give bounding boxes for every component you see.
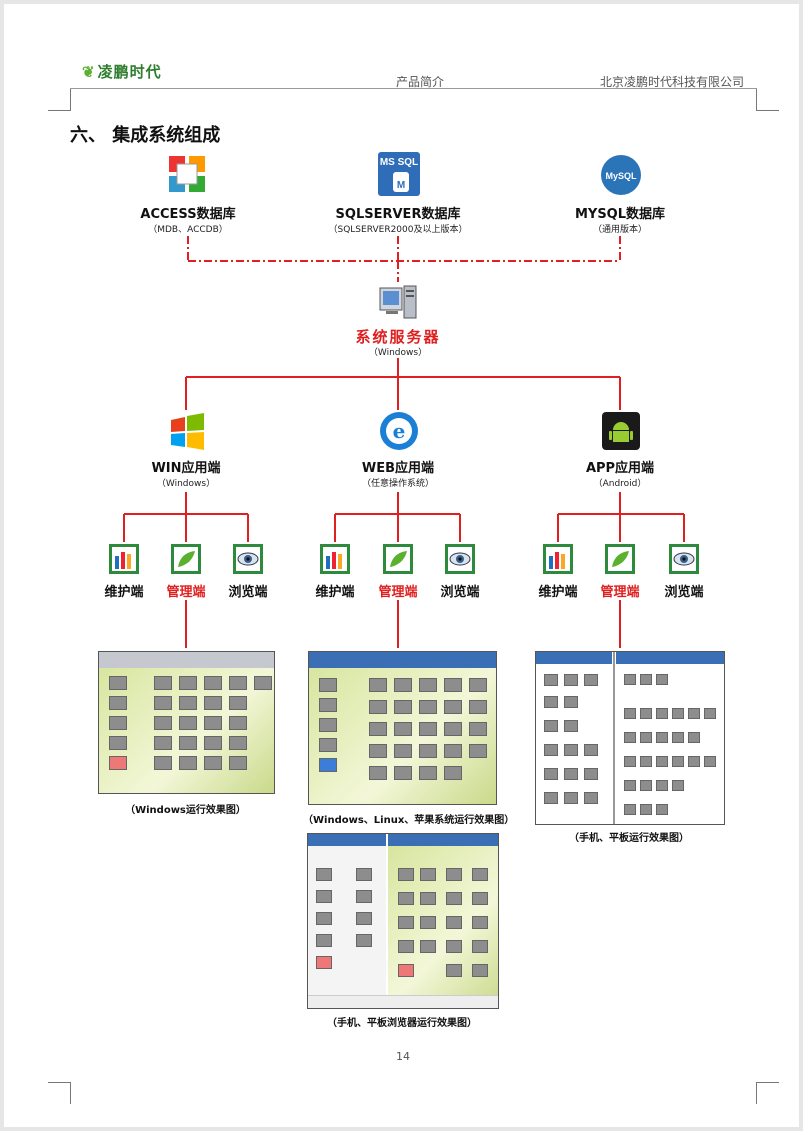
svg-text:MS SQL: MS SQL — [380, 157, 418, 168]
section-title: 六、 集成系统组成 — [70, 125, 221, 146]
caption-windows: （Windows运行效果图） — [125, 805, 246, 816]
svg-text:e: e — [393, 419, 406, 443]
ms-sql-icon: MS SQL M — [378, 152, 420, 196]
client-title-app: APP应用端 — [585, 461, 655, 476]
document-page: ❦凌鹏时代 产品简介 北京凌鹏时代科技有限公司 六、 集成系统组成 — [4, 4, 799, 1127]
caption-browser: （手机、平板浏览器运行效果图） — [327, 1018, 477, 1029]
android-app-icon — [602, 412, 640, 450]
db-sub-sqlserver: （SQLSERVER2000及以上版本） — [328, 225, 468, 235]
app-screenshot-thumbnail — [535, 651, 725, 825]
server-icon — [378, 284, 418, 322]
client-title-win: WIN应用端 — [151, 461, 221, 476]
ie-browser-icon: e — [378, 410, 420, 452]
browser-screenshot-thumbnail — [307, 833, 499, 1009]
db-sub-mysql: （通用版本） — [592, 225, 647, 235]
management-leaf-icon — [383, 544, 413, 574]
client-sub-win: （Windows） — [156, 479, 216, 489]
client-title-web: WEB应用端 — [361, 461, 435, 476]
server-sub: （Windows） — [368, 348, 428, 358]
management-leaf-icon — [171, 544, 201, 574]
role-maintenance: 维护端 — [315, 585, 355, 600]
crop-mark — [48, 1082, 71, 1083]
db-title-access: ACCESS数据库 — [140, 207, 236, 222]
db-title-mysql: MYSQL数据库 — [574, 207, 666, 222]
role-maintenance: 维护端 — [538, 585, 578, 600]
crop-mark — [756, 1082, 757, 1104]
company-logo: ❦凌鹏时代 — [82, 61, 162, 82]
client-sub-web: （任意操作系统） — [361, 479, 434, 489]
server-title: 系统服务器 — [355, 328, 441, 346]
crop-mark — [756, 1082, 779, 1083]
svg-text:MySQL: MySQL — [605, 171, 637, 181]
browse-eye-icon — [445, 544, 475, 574]
page-number: 14 — [396, 1050, 410, 1063]
role-management: 管理端 — [378, 585, 418, 600]
leaf-logo-icon: ❦ — [82, 63, 96, 81]
maintenance-tools-icon — [543, 544, 573, 574]
logo-text: 凌鹏时代 — [97, 63, 162, 81]
browse-eye-icon — [233, 544, 263, 574]
header-center-text: 产品简介 — [396, 75, 445, 89]
browse-eye-icon — [669, 544, 699, 574]
role-browse: 浏览端 — [440, 585, 480, 600]
role-browse: 浏览端 — [228, 585, 268, 600]
db-title-sqlserver: SQLSERVER数据库 — [335, 207, 461, 222]
role-maintenance: 维护端 — [104, 585, 144, 600]
crop-mark — [70, 88, 71, 110]
svg-text:M: M — [397, 180, 405, 191]
crop-mark — [756, 110, 779, 111]
role-management: 管理端 — [600, 585, 640, 600]
maintenance-tools-icon — [320, 544, 350, 574]
connector-lines — [123, 236, 685, 648]
crop-mark — [48, 110, 71, 111]
crop-mark — [70, 1082, 71, 1104]
mysql-icon: MySQL — [600, 154, 642, 196]
header-company-name: 北京凌鹏时代科技有限公司 — [600, 75, 745, 89]
web-screenshot-thumbnail — [308, 651, 497, 805]
windows-logo-icon — [167, 412, 207, 452]
role-browse: 浏览端 — [664, 585, 704, 600]
maintenance-tools-icon — [109, 544, 139, 574]
office-access-icon — [167, 154, 207, 194]
management-leaf-icon — [605, 544, 635, 574]
db-sub-access: （MDB、ACCDB） — [148, 225, 228, 235]
role-management: 管理端 — [166, 585, 206, 600]
caption-app: （手机、平板运行效果图） — [569, 833, 689, 844]
caption-web: （Windows、Linux、苹果系统运行效果图） — [303, 815, 515, 826]
windows-screenshot-thumbnail — [98, 651, 275, 794]
client-sub-app: （Android） — [593, 479, 647, 489]
crop-mark — [756, 88, 757, 110]
header-divider — [70, 88, 757, 89]
